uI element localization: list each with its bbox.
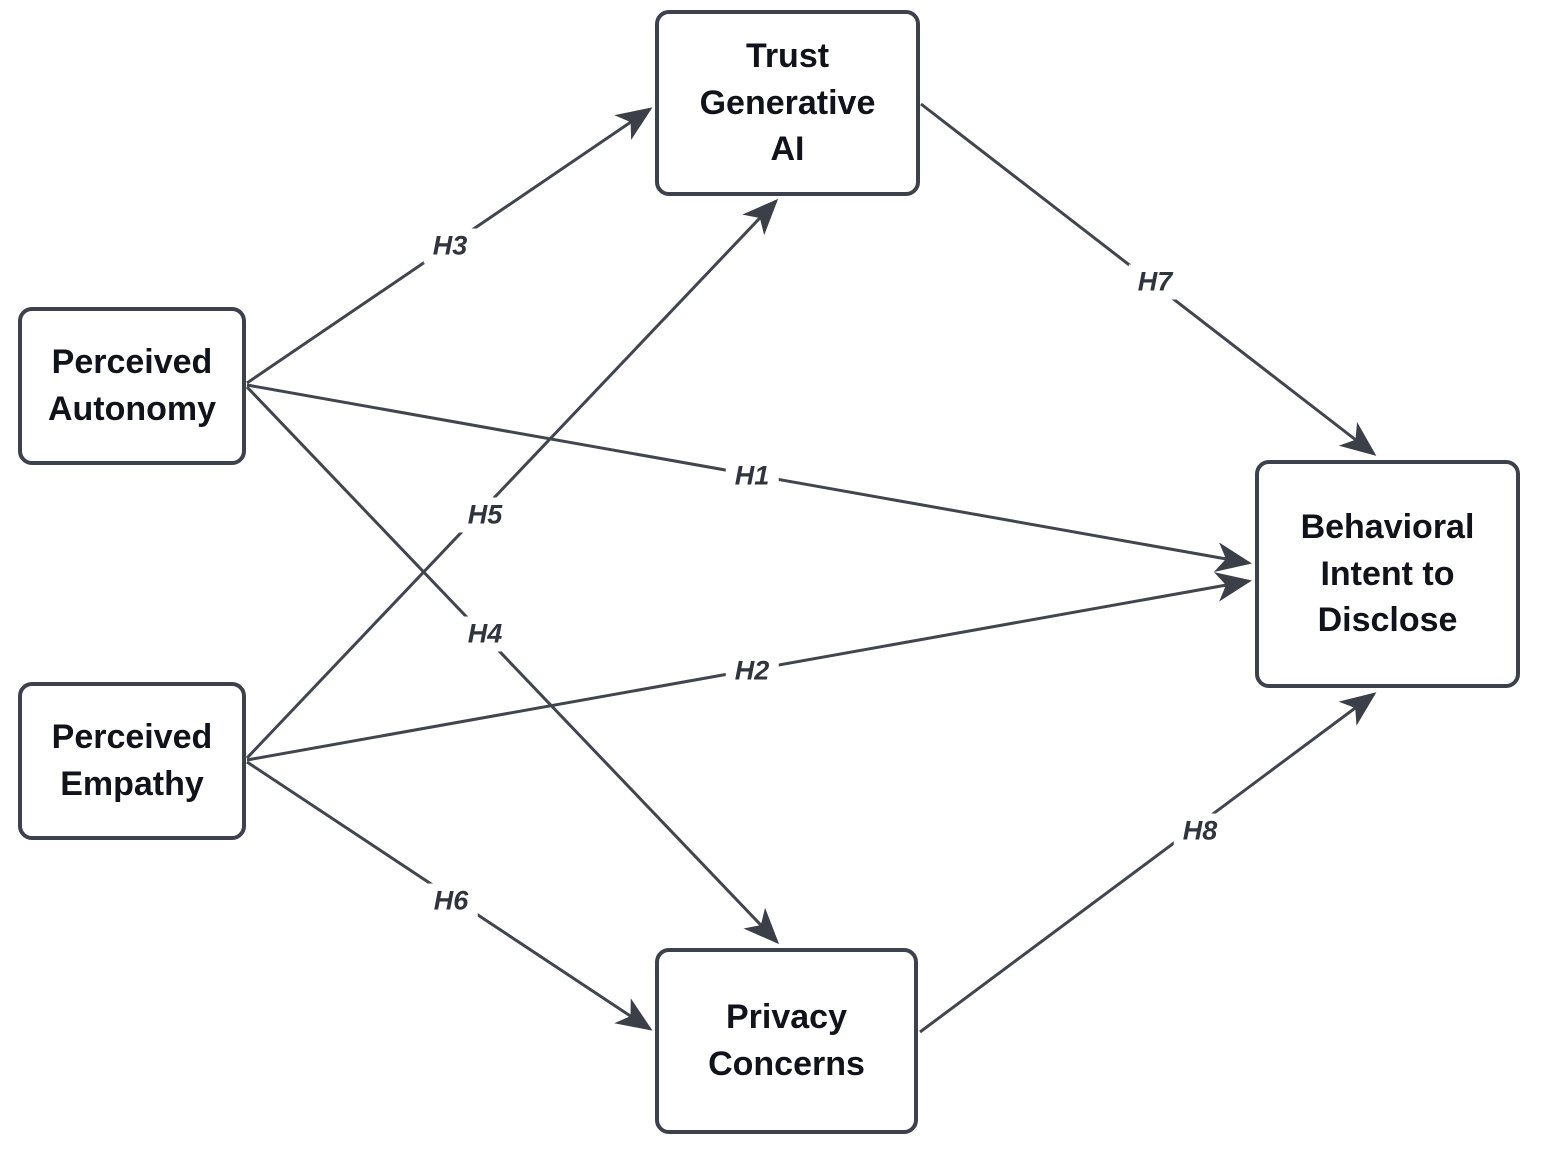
- edge-label-h2: H2: [725, 653, 779, 689]
- node-label-line: Privacy: [726, 998, 847, 1037]
- node-label-line: Disclose: [1317, 601, 1458, 640]
- edge-h5-arrow: [245, 198, 779, 760]
- node-privacy-concerns: Privacy Concerns: [655, 948, 918, 1134]
- edge-label-h3: H3: [423, 228, 477, 264]
- node-label-line: Generative: [699, 83, 876, 122]
- edge-h8-arrow: [919, 692, 1377, 1034]
- node-label-line: Autonomy: [47, 390, 217, 428]
- node-label-line: Behavioral: [1300, 507, 1475, 546]
- edge-h4-arrow: [245, 385, 780, 945]
- node-label-line: Perceived: [51, 718, 213, 757]
- node-trust-generative-ai: Trust Generative AI: [655, 10, 920, 196]
- edge-label-h7: H7: [1128, 264, 1182, 300]
- node-label-line: Perceived: [51, 343, 213, 382]
- node-behavioral-intent-to-disclose: Behavioral Intent to Disclose: [1255, 460, 1520, 688]
- node-label-line: Empathy: [60, 765, 204, 803]
- node-label-line: Trust: [745, 36, 830, 75]
- node-perceived-autonomy: Perceived Autonomy: [18, 307, 246, 465]
- node-perceived-empathy: Perceived Empathy: [18, 682, 246, 840]
- node-label-line: Concerns: [708, 1045, 865, 1083]
- edge-label-h6: H6: [424, 883, 478, 919]
- edge-label-h4: H4: [458, 616, 512, 652]
- edge-label-h8: H8: [1173, 813, 1227, 849]
- node-label-line: Intent to: [1320, 554, 1455, 593]
- edge-label-h5: H5: [458, 497, 512, 533]
- node-label-line: AI: [770, 130, 805, 169]
- edge-label-h1: H1: [725, 458, 779, 494]
